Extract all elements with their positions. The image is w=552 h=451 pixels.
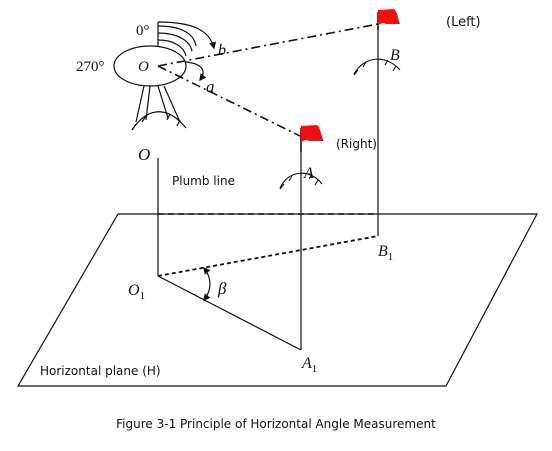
label-left: (Left) [446,15,481,30]
tripod-leg-right [163,85,181,123]
label-point-A1: A1 [301,355,317,375]
graduation-arc-middle [157,32,193,52]
ground-mound-A [279,172,323,190]
flag-banner-B [378,9,400,26]
beta-arc-arrow [203,266,211,302]
label-deg-270: 270° [76,59,105,75]
label-plumb-line: Plumb line [172,174,235,188]
station-ground-hatch [131,113,181,131]
graduation-arc-inner [157,25,197,47]
theodolite-instrument [113,21,217,131]
arrow-a-arc [185,61,207,82]
label-angle-beta: β [217,279,227,298]
label-point-B1: B1 [378,243,393,263]
label-deg-zero: 0° [136,23,150,39]
horizontal-circle [113,45,187,87]
station-ground-mound [131,111,187,131]
label-A1-subscript: 1 [312,363,318,375]
flag-A [300,125,324,152]
sight-line-to-B [157,23,379,67]
projection-O1-B1 [157,235,379,277]
label-right: (Right) [336,137,377,151]
label-angle-a: a [206,77,215,96]
figure-caption: Figure 3-1 Principle of Horizontal Angle… [116,417,436,431]
label-O1-subscript: 1 [140,290,146,302]
label-B1-subscript: 1 [388,251,394,263]
graduation-arc-outer [157,39,187,57]
label-angle-b: b [218,42,226,59]
flag-banner-A [301,125,324,143]
label-point-O1: O1 [128,282,145,302]
label-lower-O: O [138,145,150,164]
projection-O1-A1 [157,275,302,351]
tripod-leg-mid-left [145,85,151,121]
ground-mound-B [353,58,401,76]
sight-line-to-A [157,65,301,137]
arrow-b-arc [157,21,217,50]
label-horizontal-plane: Horizontal plane (H) [40,364,161,378]
horizontal-plane [16,213,538,387]
label-center-O: O [138,59,149,75]
label-point-A: A [303,165,314,182]
flag-B [377,9,400,30]
tripod-leg-left [135,85,145,123]
label-point-B: B [390,47,400,64]
